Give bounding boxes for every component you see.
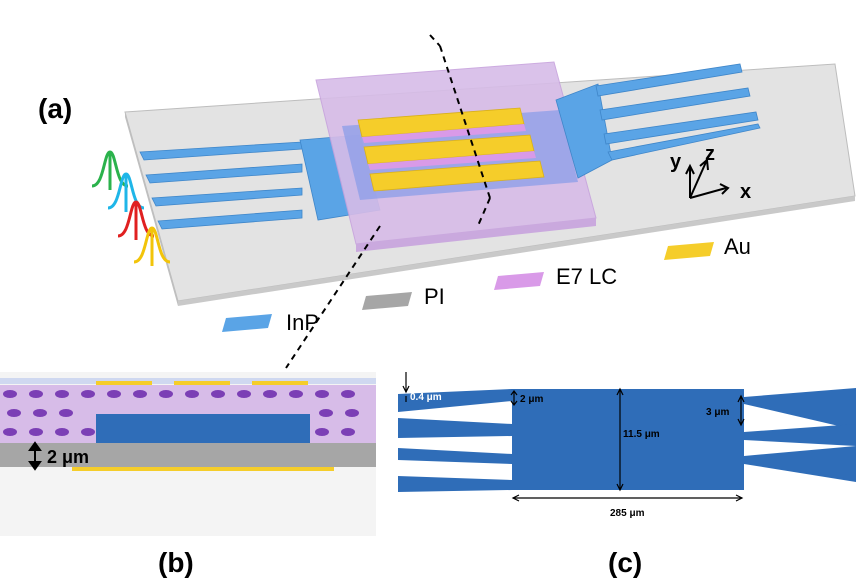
lc-molecule: [211, 390, 225, 398]
lc-molecule: [81, 428, 95, 436]
lc-molecule: [7, 409, 21, 417]
lc-molecule: [185, 390, 199, 398]
dim-label-length: 285 μm: [610, 508, 645, 519]
legend-label-e7lc: E7 LC: [556, 264, 617, 289]
axis-label-z: z: [705, 143, 715, 165]
lc-molecule: [29, 390, 43, 398]
dim-label-width-thin: 0.4 μm: [410, 392, 442, 403]
lc-molecule: [263, 390, 277, 398]
bottom-gold-electrode: [72, 467, 334, 471]
legend-item-pi: PI: [362, 284, 445, 310]
lc-molecule: [341, 428, 355, 436]
substrate-side: [178, 196, 855, 306]
lc-molecule: [319, 409, 333, 417]
lc-molecule: [59, 409, 73, 417]
dim-label-gap-left: 2 μm: [520, 394, 543, 405]
lc-molecule: [237, 390, 251, 398]
axis-label-x: x: [740, 181, 751, 203]
legend-item-au: Au: [664, 234, 751, 260]
panel-b-cross-section: 2 μm (b): [0, 372, 376, 578]
lc-stripes: [362, 124, 536, 170]
lc-molecule: [345, 409, 359, 417]
cut-plane: [285, 34, 491, 369]
lc-molecule: [315, 390, 329, 398]
lc-cladding-front: [356, 218, 596, 252]
legend-item-e7lc: E7 LC: [494, 264, 617, 290]
input-waveguides: [139, 141, 303, 230]
gold-electrodes: [357, 107, 545, 192]
axis-label-y: y: [670, 151, 682, 173]
lc-molecules: [3, 390, 359, 436]
panel-a-device: y z x (a): [38, 34, 856, 369]
legend-label-pi: PI: [424, 284, 445, 309]
pi-layer: [0, 443, 376, 467]
legend-item-inp: InP: [222, 310, 319, 335]
lc-molecule: [3, 390, 17, 398]
panel-label-a: (a): [38, 93, 72, 124]
legend-label-au: Au: [724, 234, 751, 259]
lc-molecule: [55, 390, 69, 398]
lc-molecule: [33, 409, 47, 417]
lc-molecule: [315, 428, 329, 436]
top-view-shape: [398, 388, 856, 492]
legend: InP PI E7 LC Au: [222, 234, 751, 335]
panel-label-c: (c): [608, 547, 642, 578]
lc-molecule: [341, 390, 355, 398]
top-gold-electrodes: [96, 381, 308, 385]
lc-molecule: [29, 428, 43, 436]
dim-label-height: 11.5 μm: [623, 429, 660, 440]
pi-thickness-label: 2 μm: [47, 447, 89, 467]
legend-label-inp: InP: [286, 310, 319, 335]
inp-core: [96, 414, 310, 443]
output-waveguides: [595, 63, 761, 161]
lc-molecule: [133, 390, 147, 398]
lc-molecule: [55, 428, 69, 436]
dim-label-gap-right: 3 μm: [706, 407, 729, 418]
lc-molecule: [3, 428, 17, 436]
gaussian-pulse-icon: [91, 150, 171, 266]
panel-label-b: (b): [158, 547, 194, 578]
axis-triad-icon: [685, 157, 730, 199]
lc-molecule: [107, 390, 121, 398]
top-view-dimension-lines: [402, 372, 745, 502]
lc-molecule: [81, 390, 95, 398]
dimension-arrow-icon: [28, 441, 42, 471]
lc-molecule: [159, 390, 173, 398]
lc-molecule: [289, 390, 303, 398]
panel-c-top-view: 0.4 μm 2 μm 11.5 μm 3 μm 285 μm (c): [398, 372, 856, 578]
